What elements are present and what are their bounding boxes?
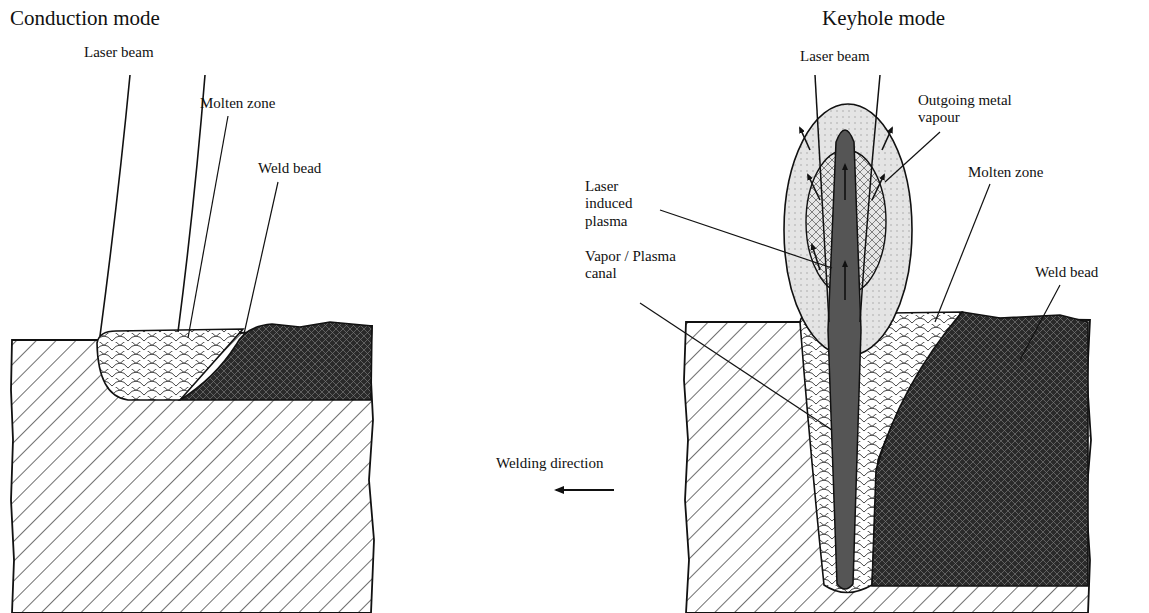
part-label: Weld bead — [1035, 264, 1098, 281]
laser-beam-line — [815, 75, 829, 322]
keyhole-workpiece — [640, 75, 1091, 613]
leader-line — [660, 210, 832, 268]
panel-heading: Keyhole mode — [822, 6, 945, 30]
part-label: Molten zone — [968, 164, 1043, 181]
laser-beam-line — [100, 75, 130, 336]
laser-beam-line — [860, 75, 880, 322]
laser-beam-line — [178, 75, 205, 332]
panel-heading: Conduction mode — [10, 6, 160, 30]
leader-line — [885, 132, 940, 182]
leader-line — [188, 116, 228, 338]
part-label: Vapor / Plasma canal — [585, 248, 697, 283]
part-label: Laser beam — [84, 44, 154, 61]
part-label: Outgoing metal vapour — [918, 92, 1030, 127]
part-label: Laser induced plasma — [585, 178, 667, 230]
leader-line — [244, 182, 278, 334]
weld-bead — [872, 312, 1088, 586]
leader-line — [935, 184, 990, 322]
leader-line — [640, 303, 832, 430]
direction-label: Welding direction — [496, 455, 604, 472]
leader-line — [1020, 285, 1060, 360]
direction-arrow — [556, 489, 614, 491]
part-label: Laser beam — [800, 48, 870, 65]
conduction-workpiece — [11, 75, 374, 613]
part-label: Molten zone — [200, 95, 275, 112]
weld-bead — [180, 322, 372, 400]
vapour-arrows — [800, 128, 892, 300]
plasma-canal — [828, 130, 861, 589]
part-label: Weld bead — [258, 160, 321, 177]
